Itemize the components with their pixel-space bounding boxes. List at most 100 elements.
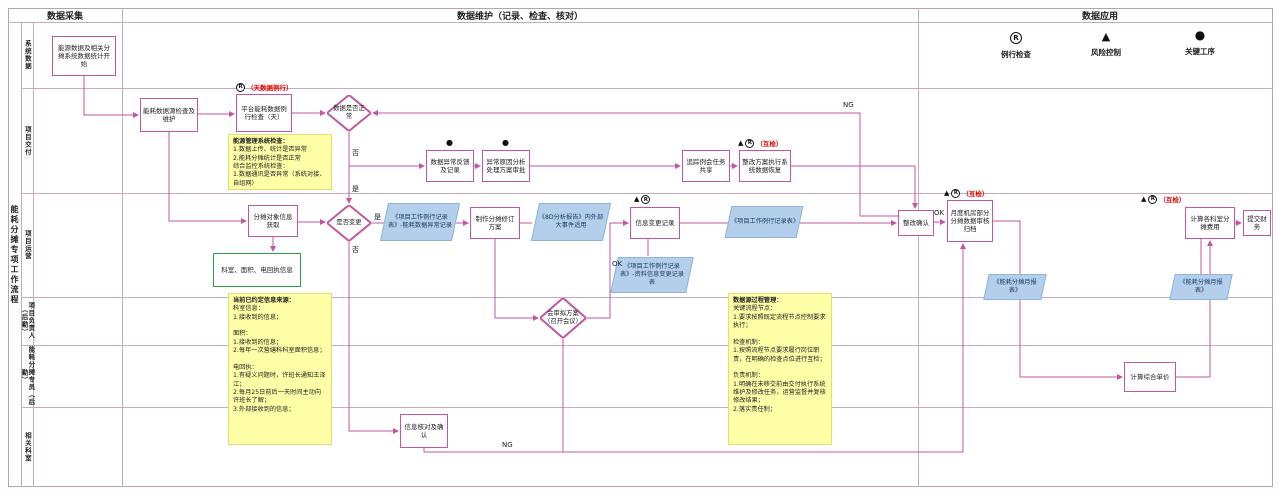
routine-check-icon: R [236, 82, 245, 92]
node-cause-analysis: 异常原因分析处理方案审批 [482, 150, 530, 182]
node-info-confirm: 信息核对及确认 [400, 414, 448, 448]
node-calc-fee: 计算各科室分摊费用 [1185, 207, 1235, 239]
branch-ng-label: NG [502, 441, 513, 449]
branch-no-label: 否 [352, 149, 359, 157]
node-platform-check: 平台能耗数据例行检查（天） [236, 94, 292, 132]
callout-label: 《能耗分摊月报表》 [993, 279, 1037, 294]
legend-routine-check: R 例行检查 [986, 32, 1046, 60]
key-process-icon: ● [446, 138, 453, 147]
node-fix-confirm: 整改确认 [898, 210, 934, 236]
monthly-audit-marks: ▲ R （互检） [944, 188, 988, 198]
lane-label-project-manager: 项目负责人（后勤） [20, 302, 35, 340]
calc-fee-marks: ▲ R （互检） [1141, 194, 1185, 204]
key-process-icon: ● [502, 138, 509, 147]
legend-label: 风险控制 [1091, 48, 1121, 57]
phase-header-data-application: 数据应用 [1081, 11, 1118, 22]
routine-check-icon: R [745, 138, 755, 148]
node-abnormal-record: 数据异常反馈及记录 [426, 150, 474, 182]
routine-check-icon: R [951, 188, 961, 198]
note-title: 能源管理系统检查： [233, 138, 289, 145]
lane-label-project-operation: 项目运营 [23, 230, 32, 260]
day-routine-tag: （天数据例行） [247, 84, 293, 92]
node-calc-price: 计算综合单价 [1124, 362, 1176, 392]
note-energy-system-check: 能源管理系统检查： 1.数据上传、统计是否异常 2.能耗分摊统计是否正常 综合监… [228, 134, 332, 190]
callout-label: 《8D分析报告》内外部大事件适用 [538, 214, 604, 229]
diamond-shape [327, 205, 371, 241]
callout-monthly-report-1: 《能耗分摊月报表》 [983, 274, 1047, 300]
node-dept-info: 科室、面积、电回执信息 [213, 253, 301, 287]
mutual-check-tag: （互检） [1159, 196, 1186, 204]
note-title: 数据源过程管理： [733, 297, 783, 304]
lane-divider [21, 193, 1273, 194]
routine-check-icon: R [1010, 32, 1022, 44]
note-info-sources: 当前已约定信息来源： 科室信息： 1.接收到的信息； 面积： 1.接收到的信息；… [228, 293, 332, 445]
node-fix-execute: 整改方案执行系统数据恢复 [739, 150, 791, 182]
risk-control-icon: ▲ [634, 195, 640, 203]
routine-check-icon: R [1148, 194, 1158, 204]
header-divider [8, 22, 1273, 23]
legend-label: 例行检查 [1001, 50, 1031, 59]
mutual-check-tag: （互检） [962, 190, 989, 198]
callout-routine-record: 《项目工作例行记录表》 [724, 206, 804, 238]
phase-header-data-maintenance: 数据维护（记录、检查、核对） [456, 11, 583, 22]
branch-yes-label: 是 [374, 213, 381, 221]
node-info-acquire: 分摊对象信息获取 [248, 205, 298, 237]
diamond-shape [540, 298, 586, 338]
diamond-shape [327, 95, 371, 131]
note-body: 1.数据上传、统计是否异常 2.能耗分摊统计是否正常 综合监控系统检查： 1.数… [233, 146, 326, 187]
branch-no-label: 否 [352, 246, 359, 254]
lane-divider [21, 88, 1273, 89]
phase-divider [122, 8, 123, 487]
node-source-check: 能耗数据源检查及维护 [140, 98, 198, 132]
lane-divider [21, 345, 1273, 346]
lane-divider [21, 407, 1273, 408]
change-record-marks: ▲ R [634, 195, 651, 204]
lane-label-related-departments: 相关科室 [23, 432, 32, 462]
risk-control-icon: ▲ [1141, 194, 1147, 203]
legend-key-process: ● 关键工序 [1170, 29, 1230, 57]
diagram-frame [8, 8, 1273, 487]
lane-label-allocation-specialist: 能耗分摊专员（后勤） [20, 346, 35, 406]
note-body: 科室信息： 1.接收到的信息； 面积： 1.接收到的信息； 2.每年一次营缮科科… [233, 305, 326, 413]
lane-label-system-data: 系统数据 [23, 40, 32, 70]
callout-label: 《项目工作例行记录表》-能耗数据异常记录 [387, 214, 453, 229]
note-title: 当前已约定信息来源： [233, 297, 295, 304]
risk-control-icon: ▲ [1101, 30, 1111, 43]
diagram-title: 能耗分摊专项工作流程 [10, 204, 19, 305]
decision-data-ok: 数据是否正常 [327, 95, 371, 131]
legend-risk-control: ▲ 风险控制 [1076, 31, 1136, 58]
node-change-record: 信息变更记录 [630, 207, 680, 239]
callout-info-change-record: 《项目工作例行记录表》-资料信息变更记录表 [610, 257, 694, 293]
note-process-management: 数据源过程管理： 关键流程节点： 1.要求按照既定流程节点控制要求执行； 检查机… [728, 293, 832, 445]
mutual-check-tag: （互检） [756, 140, 783, 148]
key-process-icon: ● [1194, 28, 1206, 42]
callout-monthly-report-2: 《能耗分摊月报表》 [1169, 274, 1233, 300]
phase-divider [918, 8, 919, 487]
node-start: 能源数据及相关分摊系统数据统计开始 [52, 36, 116, 76]
branch-ng-label: NG [843, 101, 854, 109]
legend-label: 关键工序 [1185, 47, 1215, 56]
callout-routine-record-abnormal: 《项目工作例行记录表》-能耗数据异常记录 [379, 203, 461, 241]
decision-change: 是否变更 [327, 205, 371, 241]
node-meeting-share: 追踪例会任务共享 [682, 150, 730, 182]
lane-strip-divider [33, 22, 34, 487]
lane-strip-divider [21, 22, 22, 487]
node-make-plan: 制作分摊修订方案 [470, 207, 520, 239]
decision-label: 是否变更 [336, 219, 362, 227]
node-submit-finance: 提交财务 [1243, 210, 1271, 236]
decision-label: 会审拟方案（召开会议） [544, 310, 582, 325]
node-monthly-audit: 月度机房部分分摊数据审核归档 [947, 200, 993, 242]
branch-yes-label: 是 [352, 185, 359, 193]
branch-ok-label: OK [612, 260, 623, 268]
phase-header-data-collection: 数据采集 [46, 11, 83, 22]
callout-8d-report: 《8D分析报告》内外部大事件适用 [530, 203, 612, 241]
decision-label: 数据是否正常 [333, 105, 365, 120]
lane-label-project-delivery: 项目交付 [23, 125, 32, 156]
lane-divider [21, 297, 1273, 298]
fix-execute-marks: ▲ R （互检） [738, 138, 782, 148]
callout-label: 《项目工作例行记录表》-资料信息变更记录表 [619, 263, 685, 286]
decision-review: 会审拟方案（召开会议） [540, 298, 586, 338]
callout-label: 《能耗分摊月报表》 [1179, 279, 1223, 294]
